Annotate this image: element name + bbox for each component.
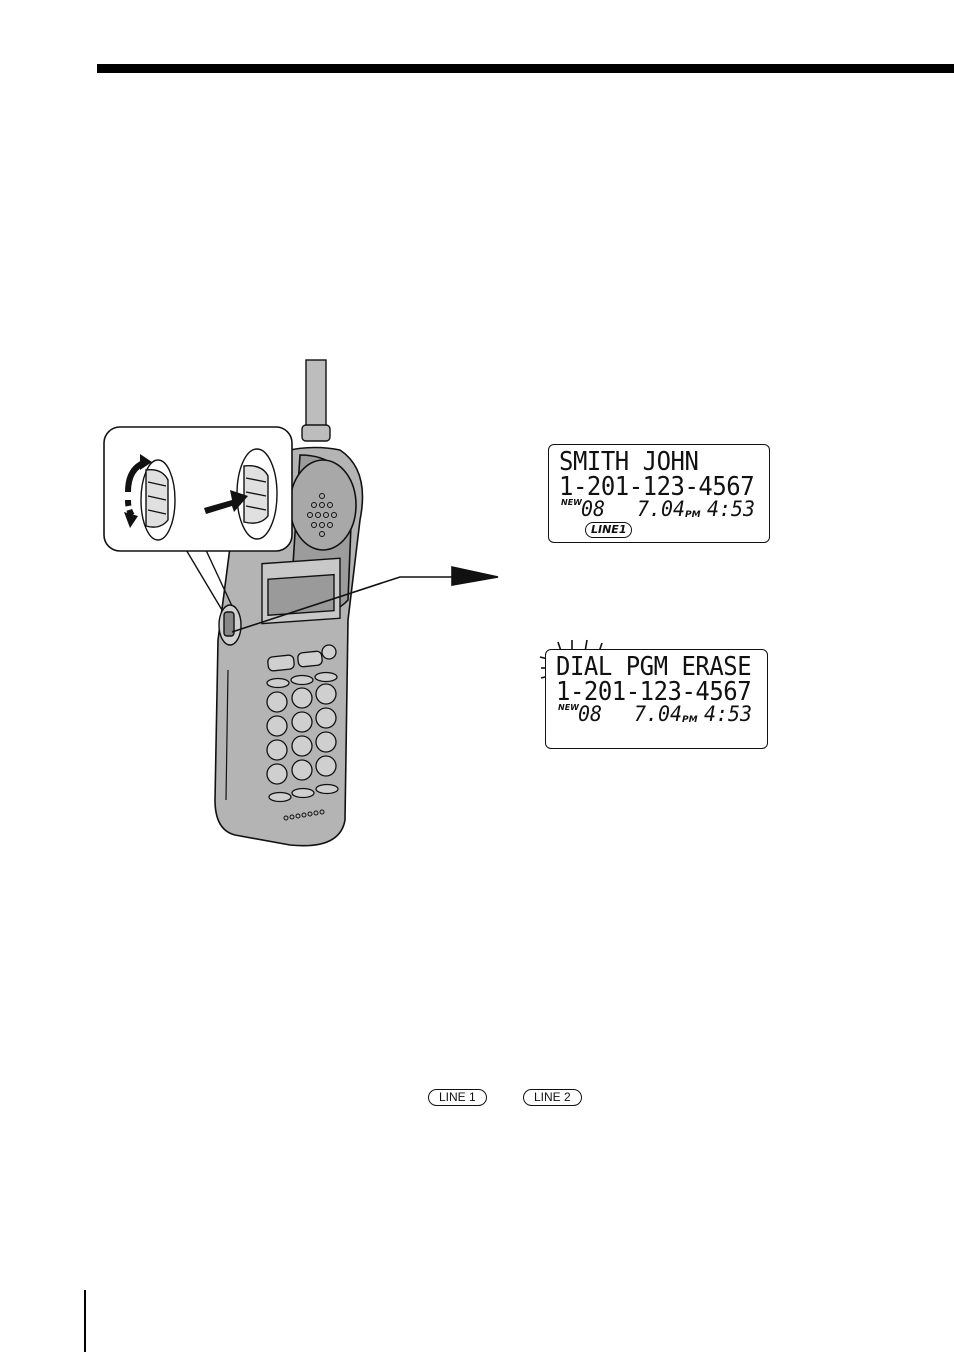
- side-groove: [225, 669, 229, 801]
- new-indicator: NEW: [558, 703, 579, 712]
- call-time: 4:53: [704, 702, 753, 726]
- ampm-indicator: PM: [685, 510, 701, 520]
- keypad: [266, 644, 339, 803]
- new-indicator: NEW: [561, 498, 582, 507]
- display-menu-line: DIAL PGM ERASE: [556, 652, 752, 682]
- callout-box: [103, 426, 293, 552]
- antenna: [301, 359, 331, 442]
- line2-button-label: LINE 2: [523, 1089, 582, 1106]
- line1-button-label: LINE 1: [428, 1089, 487, 1106]
- left-margin-rule: [84, 1290, 86, 1352]
- top-rule: [97, 64, 954, 73]
- caller-id-display-2: DIAL PGM ERASE 1-201-123-4567 NEW 08 7.0…: [545, 649, 768, 749]
- display-number-line: 1-201-123-4567: [556, 677, 752, 707]
- speaker-holes: [307, 493, 337, 537]
- callout-connector: [184, 547, 233, 611]
- display-number-line: 1-201-123-4567: [559, 472, 755, 502]
- call-time: 4:53: [707, 497, 756, 521]
- mic-holes: [283, 809, 325, 821]
- handset-screen: [261, 557, 341, 625]
- call-date: 7.04: [634, 702, 683, 726]
- jog-dial: [218, 604, 242, 646]
- display-name-line: SMITH JOHN: [559, 447, 699, 477]
- line-badge: LINE1: [585, 522, 633, 538]
- call-count: 08: [578, 702, 603, 726]
- call-count: 08: [581, 497, 606, 521]
- pointer-arrow: [231, 566, 499, 633]
- ampm-indicator: PM: [682, 715, 698, 725]
- call-date: 7.04: [637, 497, 686, 521]
- caller-id-display-1: SMITH JOHN 1-201-123-4567 NEW 08 7.04 PM…: [548, 444, 770, 543]
